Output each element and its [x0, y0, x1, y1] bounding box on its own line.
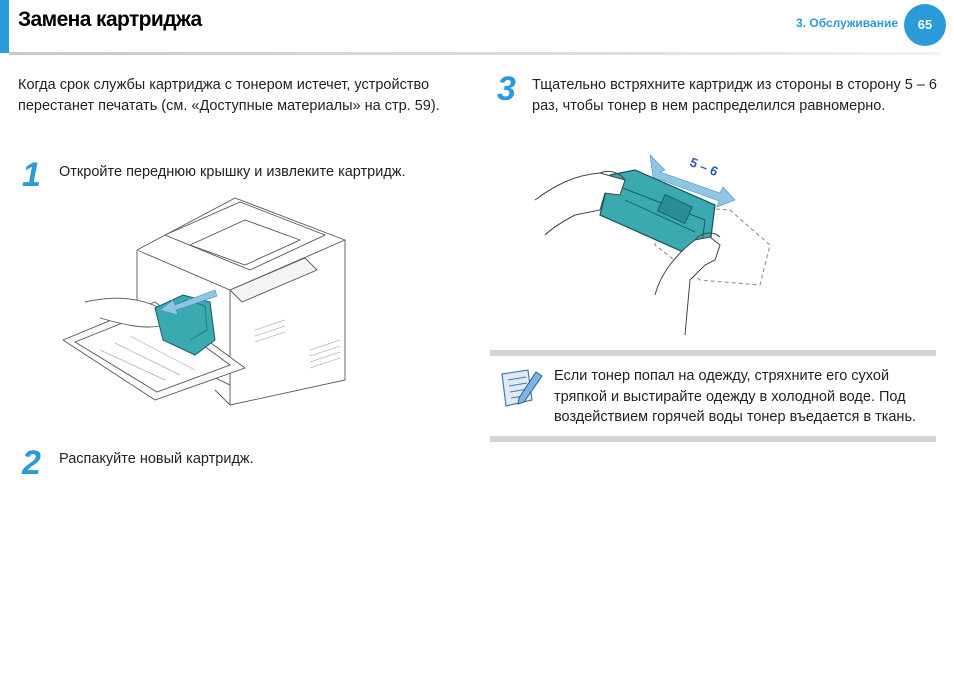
shake-cartridge-illustration: 5 – 6	[534, 154, 771, 335]
header-divider	[9, 52, 941, 55]
note-text: Если тонер попал на одежду, стряхните ег…	[554, 368, 917, 425]
note-pencil-icon	[501, 369, 543, 407]
step-1-text: Откройте переднюю крышку и извлеките кар…	[59, 164, 406, 180]
step-2-text: Распакуйте новый картридж.	[59, 451, 254, 467]
step-1-number: 1	[22, 156, 41, 194]
header-accent-bar	[0, 0, 9, 53]
page-title: Замена картриджа	[18, 8, 202, 31]
step-3-text: Тщательно встряхните картридж из стороны…	[532, 77, 937, 114]
page-number-badge: 65	[904, 4, 946, 46]
step-3-number: 3	[497, 70, 516, 108]
step-2-number: 2	[22, 444, 41, 482]
chapter-label: 3. Обслуживание	[796, 16, 898, 30]
printer-illustration	[62, 197, 346, 406]
intro-paragraph: Когда срок службы картриджа с тонером ис…	[18, 77, 440, 114]
shake-count-label: 5 – 6	[688, 154, 720, 179]
note-box: Если тонер попал на одежду, стряхните ег…	[490, 350, 936, 442]
